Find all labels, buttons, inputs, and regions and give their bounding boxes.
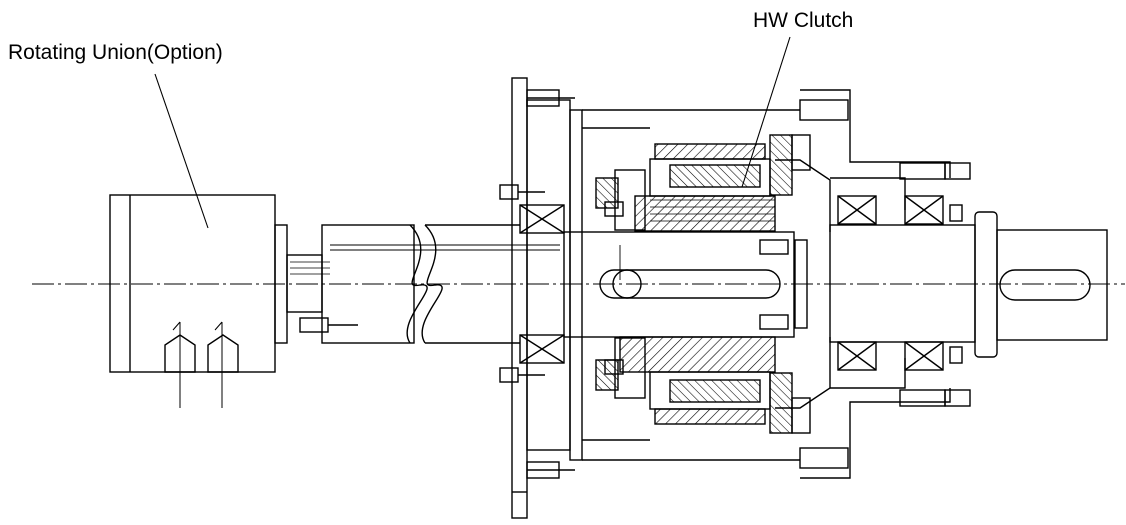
leader-clutch [741, 36, 791, 188]
hw-clutch-label: HW Clutch [753, 9, 854, 32]
left-housing [499, 77, 800, 519]
output-shaft [829, 204, 1108, 364]
left-bearing-bottom [519, 334, 565, 364]
right-housing [799, 89, 971, 479]
input-shaft [286, 224, 560, 344]
right-bearings [837, 195, 944, 371]
left-bearing-top [519, 204, 565, 234]
rotating-union-label: Rotating Union(Option) [8, 41, 223, 64]
hw-clutch-top [595, 134, 831, 232]
hw-clutch-bottom [595, 336, 831, 434]
rotating-union-body [109, 194, 288, 408]
leader-union [154, 73, 209, 229]
